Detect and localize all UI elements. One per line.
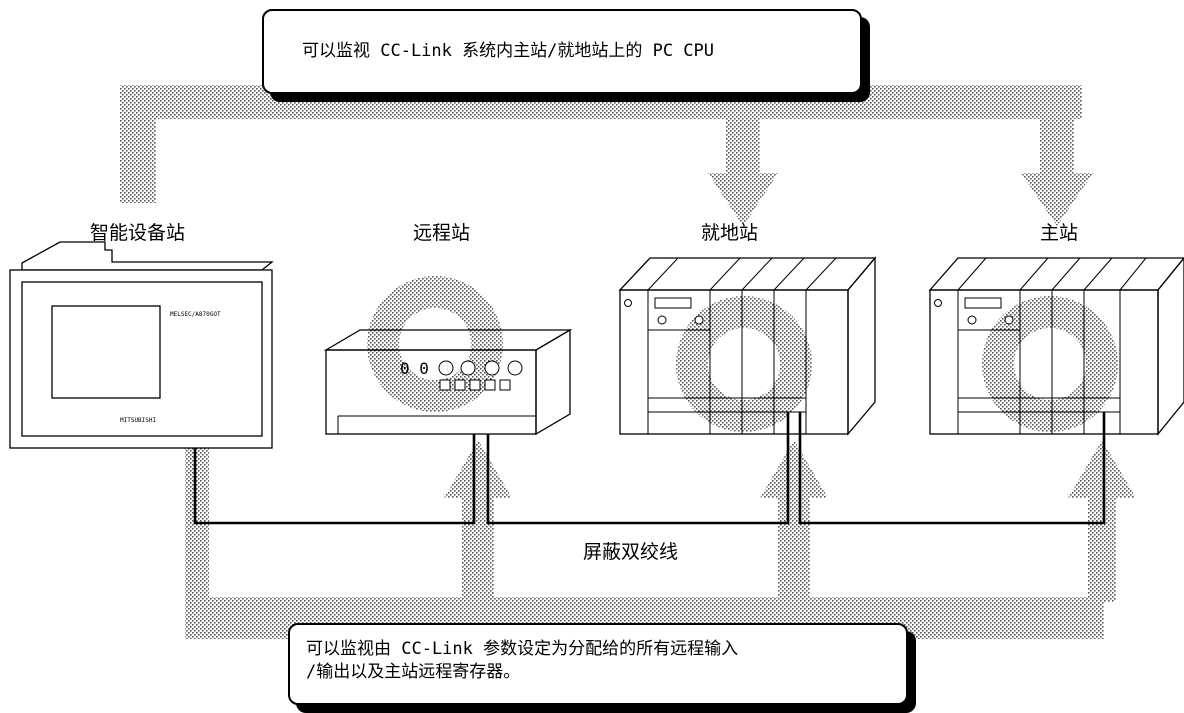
down-arrow-local xyxy=(708,173,778,226)
intelligent-device-station-device: MELSEC/A870GOT MITSUBISHI xyxy=(9,241,274,449)
label-intelligent-device-station: 智能设备站 xyxy=(90,222,186,244)
top-note-callout: 可以监视 CC-Link 系统内主站/就地站上的 PC CPU xyxy=(262,9,862,94)
bottom-note-line1: 可以监视由 CC-Link 参数设定为分配给的所有远程输入 xyxy=(306,639,739,659)
remote-station-device: 0 0 xyxy=(323,276,573,436)
label-cable: 屏蔽双绞线 xyxy=(583,541,679,563)
up-arrow-local xyxy=(760,440,828,498)
got-model-text: MELSEC/A870GOT xyxy=(170,311,221,318)
bottom-note-line2: /输出以及主站远程寄存器。 xyxy=(306,662,521,682)
top-note-text: 可以监视 CC-Link 系统内主站/就地站上的 PC CPU xyxy=(302,41,714,61)
up-arrow-master xyxy=(1068,440,1136,498)
bottom-note-callout: 可以监视由 CC-Link 参数设定为分配给的所有远程输入 /输出以及主站远程寄… xyxy=(288,623,908,705)
bottom-monitor-path xyxy=(185,440,1136,639)
svg-text:0 0: 0 0 xyxy=(400,359,429,378)
up-arrow-remote xyxy=(444,440,512,498)
master-station-device xyxy=(928,256,1184,436)
label-local-station: 就地站 xyxy=(701,222,759,244)
down-arrow-master xyxy=(1021,173,1093,226)
label-master-station: 主站 xyxy=(1040,222,1079,244)
top-monitor-path xyxy=(120,85,1093,226)
label-remote-station: 远程站 xyxy=(413,222,471,244)
got-brand-text: MITSUBISHI xyxy=(120,417,157,424)
local-station-device xyxy=(618,256,877,436)
shielded-twisted-pair-cable xyxy=(193,412,1106,525)
